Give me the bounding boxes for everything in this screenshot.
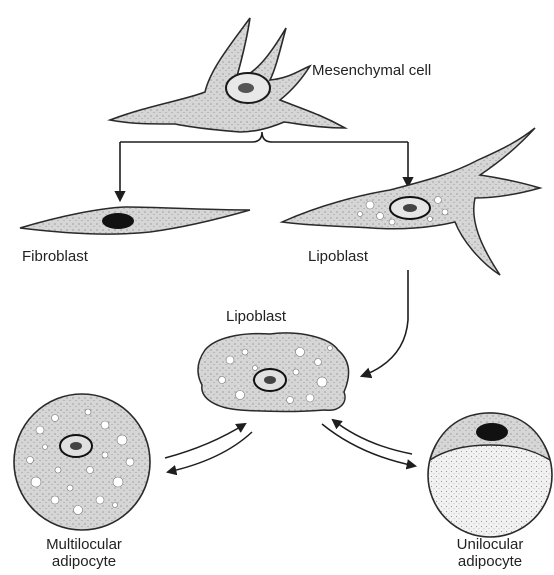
- label-lipoblast-upper: Lipoblast: [308, 248, 368, 265]
- unilocular-adipocyte-cell: [428, 413, 552, 537]
- label-lipoblast-round: Lipoblast: [226, 308, 286, 325]
- multilocular-adipocyte-cell: [14, 394, 150, 530]
- label-multilocular-line2: adipocyte: [14, 553, 154, 570]
- label-fibroblast: Fibroblast: [22, 248, 88, 265]
- label-unilocular-line2: adipocyte: [430, 553, 550, 570]
- mesenchymal-cell: [110, 18, 345, 132]
- reversible-arrows-right: [322, 420, 415, 466]
- fibroblast-cell: [20, 207, 250, 234]
- label-multilocular-line1: Multilocular: [14, 536, 154, 553]
- arrow-to-lipoblast: [362, 270, 408, 376]
- lipoblast-round-cell: [198, 333, 349, 412]
- label-unilocular-line1: Unilocular: [430, 536, 550, 553]
- label-mesenchymal-cell: Mesenchymal cell: [312, 62, 431, 79]
- label-unilocular-adipocyte: Unilocular adipocyte: [430, 536, 550, 571]
- reversible-arrows-left: [165, 424, 252, 472]
- label-multilocular-adipocyte: Multilocular adipocyte: [14, 536, 154, 571]
- branch-connector: [120, 132, 408, 200]
